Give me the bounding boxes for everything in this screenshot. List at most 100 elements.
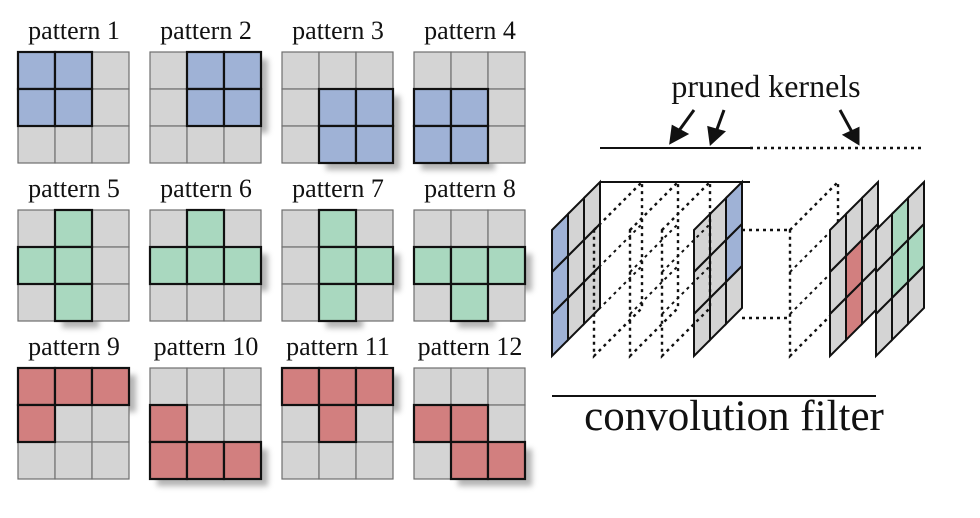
kernel-cell [223, 404, 262, 443]
pattern-kernel: pattern 12 [412, 332, 532, 486]
arrow-icon-3 [838, 109, 860, 146]
kernel-cell-active [412, 124, 453, 165]
pruned-kernel-grid [661, 223, 711, 273]
pattern-label: pattern 8 [424, 174, 516, 203]
kernel-cell-active [354, 366, 395, 407]
kernel-cell [223, 209, 262, 248]
convolution-filter-caption: convolution filter [584, 393, 884, 440]
kernel-cell [186, 125, 225, 164]
kernel-cell-active [317, 124, 358, 165]
kernel-cell [450, 367, 489, 406]
kernel-cell-active [449, 245, 490, 286]
pattern-label: pattern 1 [28, 16, 120, 45]
kernel-cell-active [148, 440, 189, 481]
kernel-cell [907, 263, 925, 327]
pruned-kernels-label: pruned kernels [671, 68, 860, 104]
pruned-kernel [660, 179, 712, 359]
filter-kernel-front [551, 179, 601, 359]
kernel-cell-active [53, 245, 94, 286]
kernel-cell [487, 209, 526, 248]
kernel-cell-active [449, 282, 490, 323]
kernel-cell-active [222, 245, 263, 286]
kernel-cell-active [53, 87, 94, 128]
kernel-cell-active [317, 245, 358, 286]
kernel-cell-active [222, 87, 263, 128]
kernel-cell [725, 263, 743, 327]
kernel-cell [223, 125, 262, 164]
kernel-cell [149, 367, 188, 406]
kernel-cell-active [16, 87, 57, 128]
arrow-icon-2 [707, 109, 726, 147]
kernel-cell-active [449, 87, 490, 128]
kernel-cell-active [317, 87, 358, 128]
kernel-cell-active [185, 245, 226, 286]
kernel-cell [487, 51, 526, 90]
kernel-cell [91, 51, 130, 90]
filter-kernel-red [829, 179, 879, 359]
pattern-kernel: pattern 1 [16, 16, 130, 164]
kernel-cell-active [185, 50, 226, 91]
pattern-kernel: pattern 3 [281, 16, 400, 170]
kernel-cell-active [317, 282, 358, 323]
kernel-cell [355, 404, 394, 443]
kernel-cell [186, 283, 225, 322]
kernel-cell [91, 88, 130, 127]
kernel-cell [281, 246, 320, 285]
pruned-kernel-grid [593, 223, 643, 273]
kernel-cell [91, 283, 130, 322]
kernel-cell-active [53, 50, 94, 91]
pattern-label: pattern 6 [160, 174, 252, 203]
kernel-cell [281, 88, 320, 127]
kernel-cell-active [412, 245, 453, 286]
kernel-cell-active [354, 87, 395, 128]
kernel-cell [149, 209, 188, 248]
kernel-cell-active [412, 87, 453, 128]
arrow-icon-1 [669, 109, 696, 145]
kernel-cell-active [53, 366, 94, 407]
kernel-cell [487, 88, 526, 127]
pattern-kernel: pattern 10 [148, 332, 268, 486]
kernel-cell-active [449, 440, 490, 481]
kernel-cell-active [222, 50, 263, 91]
kernel-cell [281, 283, 320, 322]
kernel-cell [413, 209, 452, 248]
kernel-cell-active [449, 403, 490, 444]
kernel-cell-active [222, 440, 263, 481]
kernel-cell [413, 367, 452, 406]
pattern-label: pattern 4 [424, 16, 516, 45]
kernel-cell-active [449, 124, 490, 165]
pattern-kernel: pattern 6 [148, 174, 268, 322]
pattern-label: pattern 10 [154, 332, 259, 361]
pattern-label: pattern 3 [292, 16, 384, 45]
pattern-kernel: pattern 2 [149, 16, 268, 164]
pruned-kernel-grid [661, 265, 711, 315]
kernel-cell [149, 51, 188, 90]
kernel-cell-active [412, 403, 453, 444]
kernel-cell [186, 404, 225, 443]
kernel-cell [413, 283, 452, 322]
kernel-cell [17, 209, 56, 248]
kernel-cell [487, 125, 526, 164]
kernel-cell-active [486, 245, 527, 286]
pattern-kernel: pattern 8 [412, 174, 532, 328]
kernel-cell [223, 367, 262, 406]
pruned-kernel-outline [628, 179, 680, 359]
pruned-kernel-outline [592, 179, 644, 359]
kernel-cell [281, 209, 320, 248]
kernel-cell [318, 51, 357, 90]
kernel-cell [91, 246, 130, 285]
pattern-label: pattern 9 [28, 332, 120, 361]
pruned-kernel [628, 179, 680, 359]
filter-kernel-second [693, 179, 743, 359]
kernel-cell [54, 441, 93, 480]
kernel-cell-active [317, 366, 358, 407]
kernel-cell [487, 283, 526, 322]
kernel-cell-active [53, 208, 94, 249]
kernel-cell [355, 209, 394, 248]
convolution-filter-illustration: pruned kernels convolution filter [551, 68, 925, 440]
kernel-cell [450, 51, 489, 90]
kernel-cell-active [185, 440, 226, 481]
kernel-cell [91, 125, 130, 164]
